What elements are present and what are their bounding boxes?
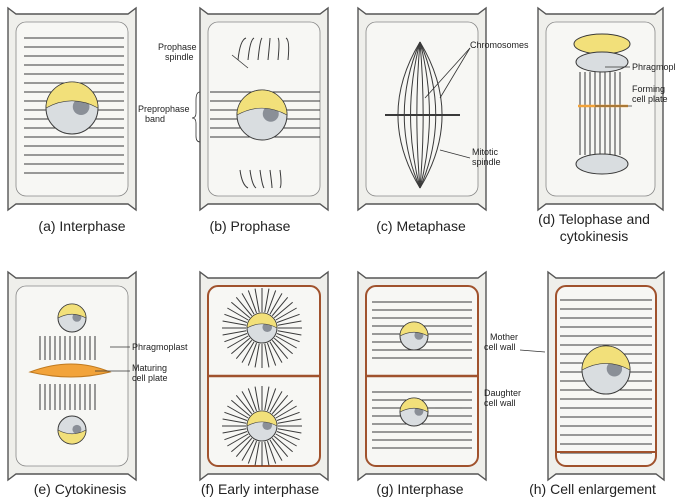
caption-early-interphase: (f) Early interphase <box>180 481 340 498</box>
label-maturing-plate: Maturing <box>132 363 167 373</box>
panel-early-interphase <box>200 272 328 480</box>
panel-cytokinesis <box>8 272 136 480</box>
panel-prophase <box>200 8 328 210</box>
label-mitotic-spindle: Mitotic <box>472 147 499 157</box>
label-forming-plate-2: cell plate <box>632 94 668 104</box>
panel-telophase <box>538 8 663 210</box>
label-preprophase-band-2: band <box>145 114 165 124</box>
caption-interphase-g: (g) Interphase <box>344 481 496 498</box>
caption-metaphase: (c) Metaphase <box>345 218 497 235</box>
panel-metaphase <box>358 8 486 210</box>
label-maturing-plate-2: cell plate <box>132 373 168 383</box>
label-mother-wall-2: cell wall <box>484 342 516 352</box>
caption-prophase: (b) Prophase <box>174 218 326 235</box>
caption-telophase: (d) Telophase and cytokinesis <box>515 211 673 245</box>
panel-interphase-a <box>8 8 136 210</box>
leader-preprophase-band <box>192 92 200 142</box>
label-prophase-spindle-2: spindle <box>165 52 194 62</box>
label-prophase-spindle: Prophase <box>158 42 197 52</box>
leader-mother-wall <box>520 350 545 352</box>
nuclear-cap <box>574 34 630 54</box>
label-forming-plate: Forming <box>632 84 665 94</box>
label-preprophase-band: Preprophase <box>138 104 190 114</box>
label-daughter-wall-2: cell wall <box>484 398 516 408</box>
caption-cell-enlargement: (h) Cell enlargement <box>510 481 675 498</box>
caption-cytokinesis: (e) Cytokinesis <box>4 481 156 498</box>
daughter-nucleus <box>576 154 628 174</box>
label-phragmoplast-d: Phragmoplast <box>632 62 675 72</box>
label-mother-wall: Mother <box>490 332 518 342</box>
label-phragmoplast-e: Phragmoplast <box>132 342 188 352</box>
label-daughter-wall: Daughter <box>484 388 521 398</box>
daughter-nucleus <box>576 52 628 72</box>
label-mitotic-spindle-2: spindle <box>472 157 501 167</box>
panel-cell-enlargement <box>548 272 664 480</box>
caption-telophase-line2: cytokinesis <box>515 228 673 245</box>
caption-telophase-line1: (d) Telophase and <box>515 211 673 228</box>
panel-interphase-g <box>358 272 486 480</box>
caption-interphase-a: (a) Interphase <box>6 218 158 235</box>
label-chromosomes: Chromosomes <box>470 40 529 50</box>
